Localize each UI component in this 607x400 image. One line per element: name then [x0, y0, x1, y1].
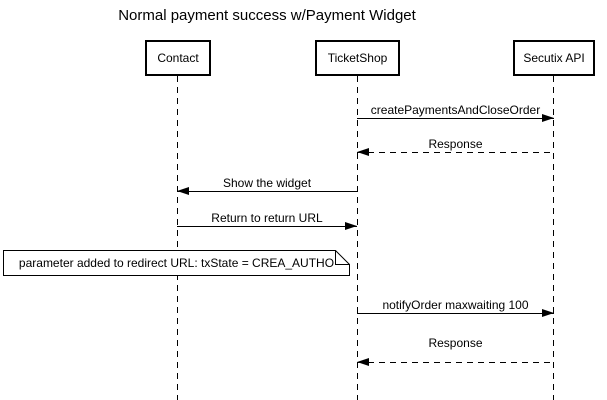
lifeline-contact: [177, 76, 178, 400]
lifeline-ticketshop: [357, 76, 358, 400]
message-show-widget-label: Show the widget: [222, 176, 312, 190]
arrow-left-icon: [357, 358, 369, 366]
message-response-2-label: Response: [428, 336, 483, 350]
actor-secutix-api-label: Secutix API: [523, 51, 585, 65]
lifeline-secutix-api: [553, 76, 554, 400]
arrow-right-icon: [345, 222, 357, 230]
note-shape: [3, 250, 350, 276]
message-create-payments-label: createPaymentsAndCloseOrder: [370, 103, 541, 117]
arrow-right-icon: [542, 309, 554, 317]
message-notify-order-label: notifyOrder maxwaiting 100: [382, 298, 529, 312]
note-text: parameter added to redirect URL: txState…: [18, 256, 335, 270]
message-response-1-label: Response: [428, 137, 483, 151]
message-return-url-line: [177, 226, 357, 227]
actor-contact: Contact: [145, 40, 211, 76]
diagram-title: Normal payment success w/Payment Widget: [118, 7, 416, 24]
arrow-left-icon: [177, 187, 189, 195]
message-notify-order-line: [357, 313, 554, 314]
actor-ticketshop-label: TicketShop: [327, 51, 388, 65]
note-redirect-parameter: parameter added to redirect URL: txState…: [3, 250, 350, 276]
actor-ticketshop: TicketShop: [315, 40, 400, 76]
arrow-left-icon: [357, 148, 369, 156]
arrow-right-icon: [542, 114, 554, 122]
actor-secutix-api: Secutix API: [513, 40, 595, 76]
message-response-2-line: [357, 362, 554, 363]
message-response-1-line: [357, 152, 554, 153]
actor-contact-label: Contact: [157, 51, 199, 65]
message-show-widget-line: [177, 191, 357, 192]
message-return-url-label: Return to return URL: [211, 211, 323, 225]
message-create-payments-line: [357, 118, 554, 119]
